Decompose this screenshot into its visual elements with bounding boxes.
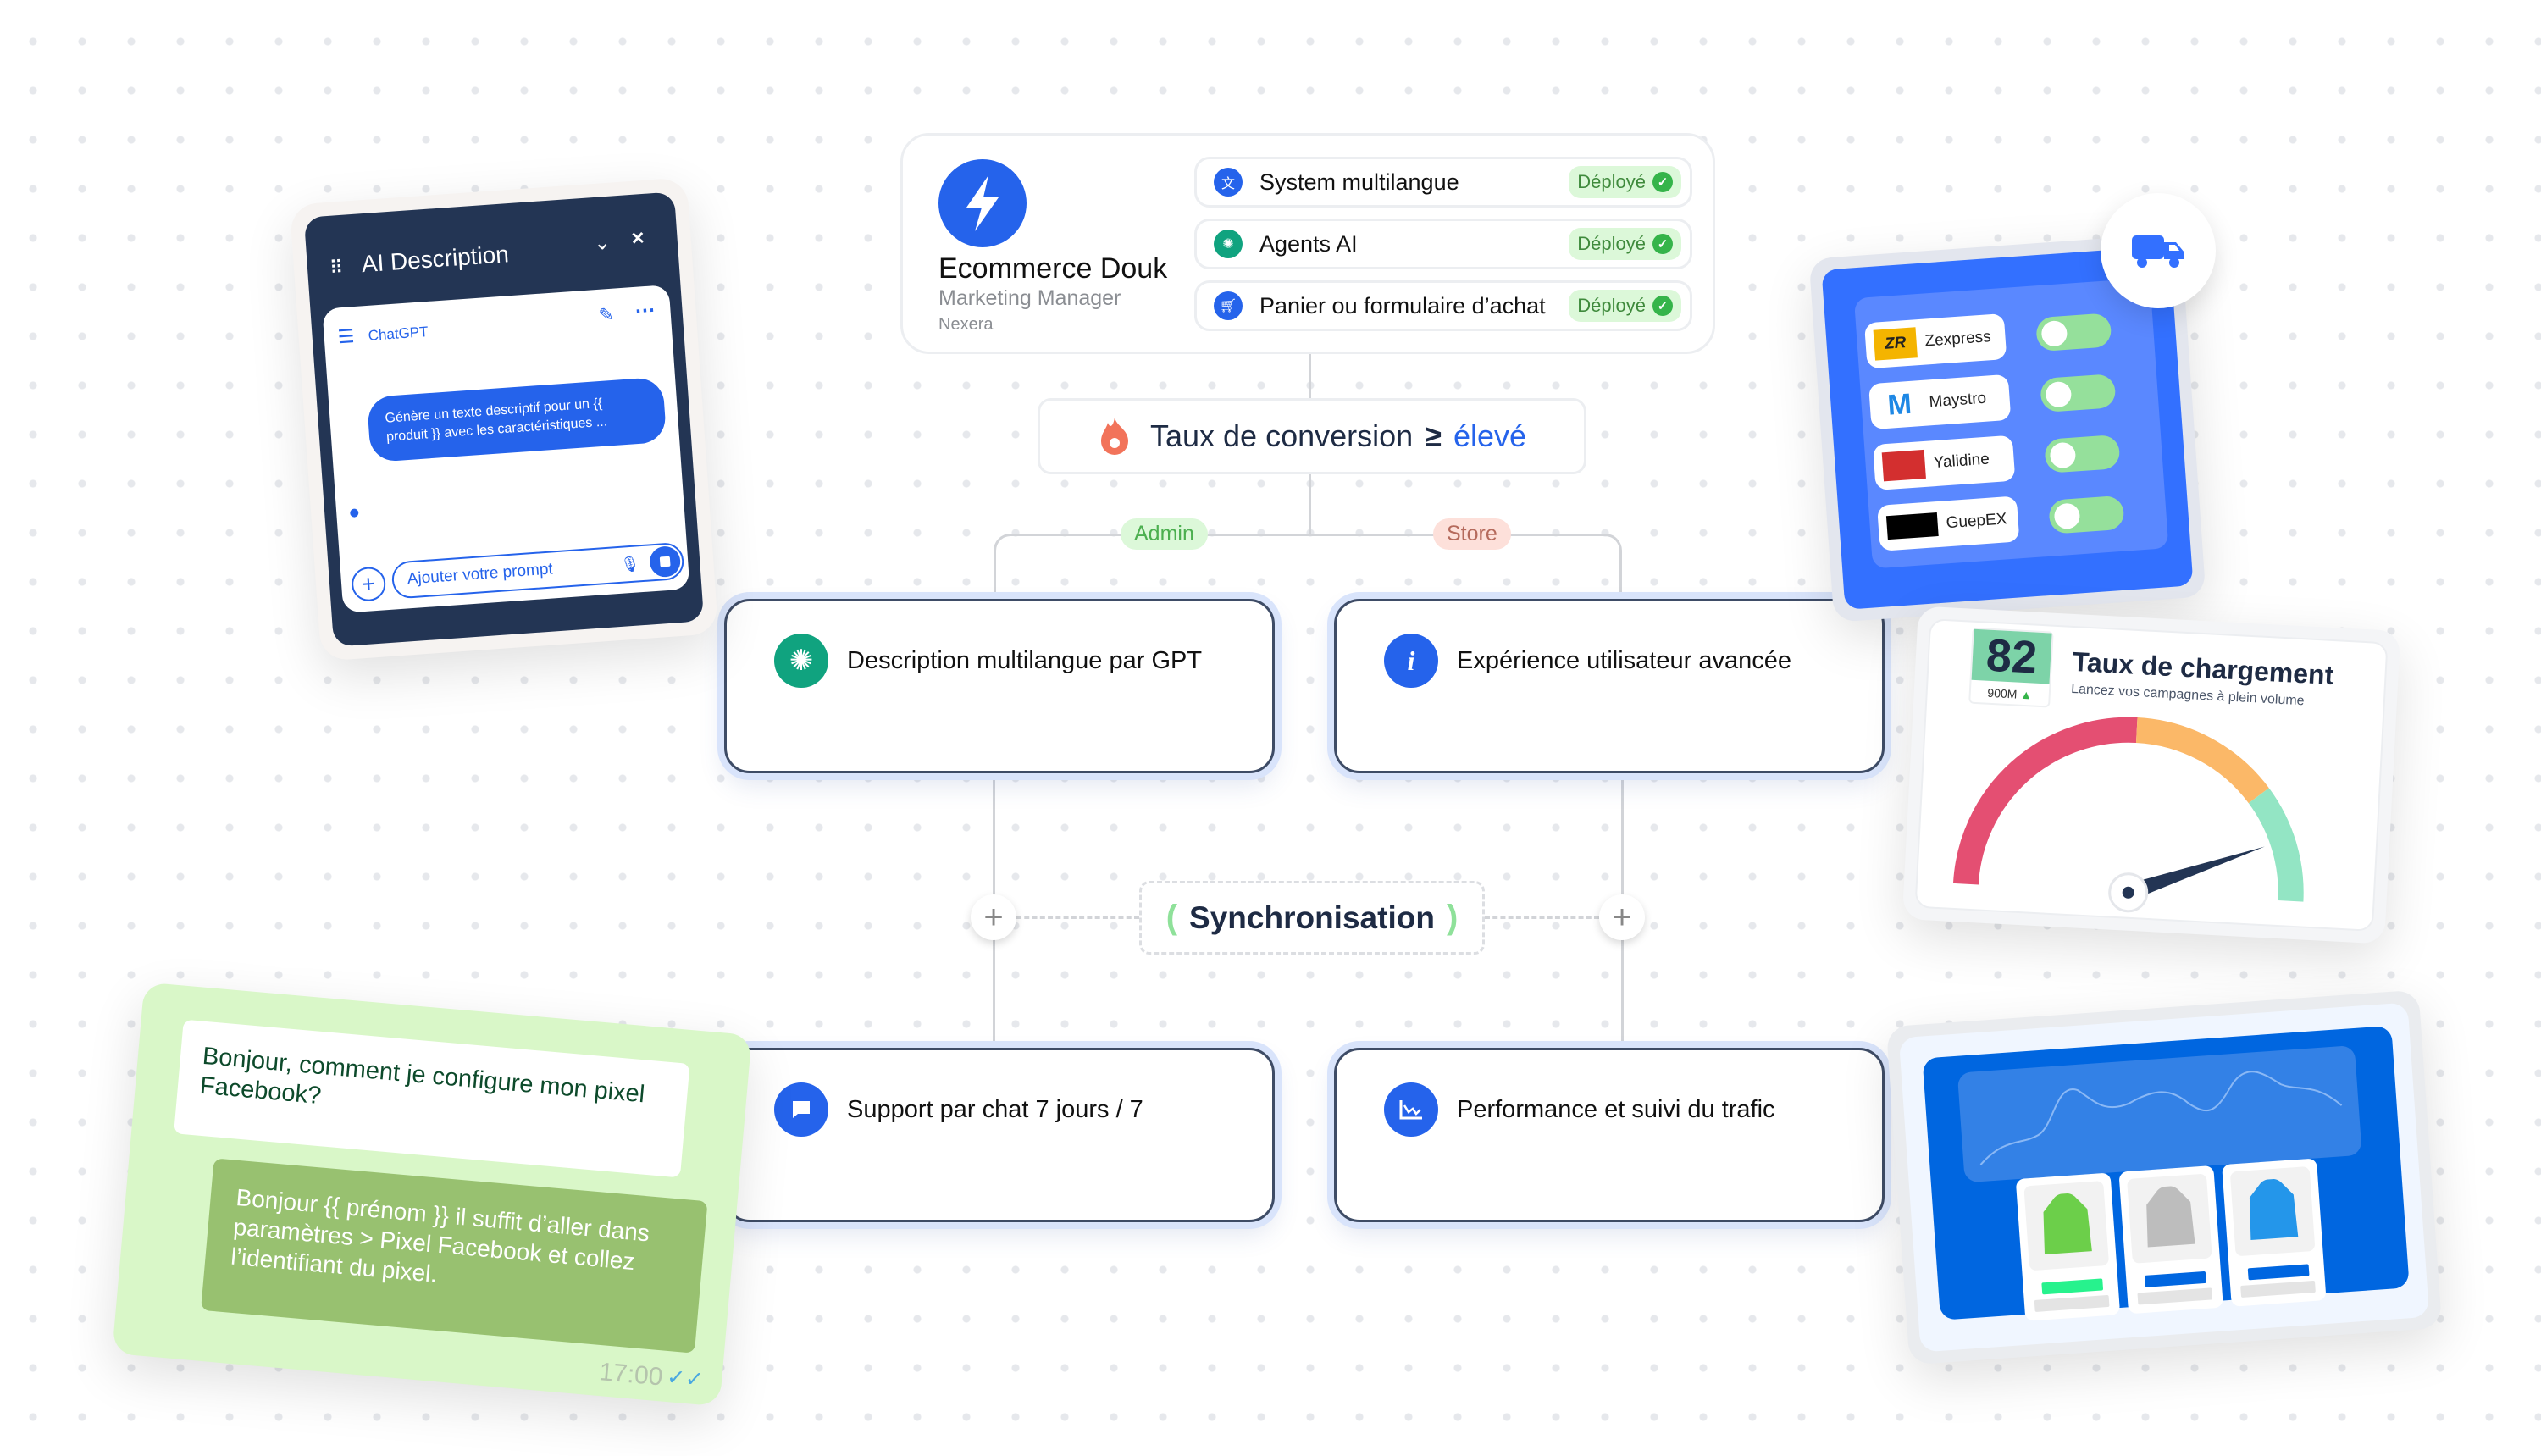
truck-icon [2101,193,2216,308]
check-icon: ✓ [1652,296,1673,316]
toggle-yalidine[interactable] [2044,434,2121,473]
hoodie-image-green [2023,1181,2110,1271]
info-icon: i [1384,634,1438,688]
connector [1016,916,1139,919]
stop-button[interactable] [648,545,682,579]
read-receipt-icon: ✓✓ [666,1364,706,1392]
gauge-segment-mid [2135,717,2269,804]
profile-company: Nexera [938,315,994,334]
user-message-bubble: Génère un texte descriptif pour un {{ pr… [366,376,667,462]
sync-icon-left: ( [1165,899,1178,936]
node-description-gpt[interactable]: ✺ Description multilangue par GPT [724,599,1275,773]
typing-indicator [349,508,359,518]
lightning-icon [938,159,1027,247]
toggle-guepex[interactable] [2048,495,2125,534]
maystro-logo: M [1886,387,1913,422]
node-experience-utilisateur[interactable]: i Expérience utilisateur avancée [1334,599,1885,773]
translate-icon: 文 [1214,168,1243,197]
gauge-hub-dot [2122,886,2134,899]
check-icon: ✓ [1652,172,1673,192]
hoodie-image-blue [2229,1166,2316,1257]
carrier-guepex: GuepEX [1877,495,2020,551]
sync-label: Synchronisation [1189,900,1435,935]
answer-text: Bonjour {{ prénom }} il suffit d’aller d… [230,1183,651,1287]
product-card-grey[interactable] [2118,1165,2223,1315]
add-node-button-left[interactable]: + [971,894,1016,940]
question-text: Bonjour, comment je configure mon pixel … [198,1042,646,1110]
model-label: ChatGPT [368,324,429,344]
conversion-label: Taux de conversion [1149,418,1414,453]
conversion-value: élevé [1453,418,1526,453]
zexpress-logo: ZR [1873,327,1918,361]
status-badge: Déployé✓ [1569,166,1681,198]
products-card [1885,989,2443,1365]
gauge-needle [2125,846,2265,901]
yalidine-logo [1881,449,1926,482]
chat-icon [774,1082,828,1137]
traffic-chart [1957,1044,2362,1183]
chart-icon [1384,1082,1438,1137]
connector [1309,474,1311,535]
incoming-message: Bonjour, comment je configure mon pixel … [174,1019,690,1178]
check-icon: ✓ [1652,234,1673,254]
connector [1309,354,1311,398]
status-badge: Déployé✓ [1569,228,1681,260]
node-label: Performance et suivi du trafic [1457,1095,1775,1123]
menu-icon[interactable]: ☰ [336,325,356,348]
product-card-green[interactable] [2015,1172,2121,1321]
profile-name: Ecommerce Douk [938,252,1168,285]
gauge-card: 82 900M ▲ Taux de chargement Lancez vos … [1902,606,2401,944]
feature-label: Panier ou formulaire d’achat [1259,292,1546,318]
cart-icon: 🛒︎ [1214,291,1243,320]
feature-row-panier[interactable]: 🛒︎ Panier ou formulaire d’achat Déployé✓ [1194,280,1692,331]
drag-handle-icon[interactable]: ⠿ [329,256,344,279]
node-label: Support par chat 7 jours / 7 [847,1095,1143,1123]
gauge-segment-low [1952,717,2138,885]
close-button[interactable]: × [630,224,645,251]
chat-card: Bonjour, comment je configure mon pixel … [112,982,752,1407]
toggle-maystro[interactable] [2040,374,2117,413]
gauge-segment-high [2248,788,2304,902]
carrier-yalidine: Yalidine [1873,435,2016,491]
toggle-zexpress[interactable] [2035,313,2112,352]
product-card-blue[interactable] [2222,1158,2327,1307]
sync-icon-right: ) [1446,899,1459,936]
collapse-button[interactable]: ⌄ [592,230,612,256]
feature-row-multilangue[interactable]: 文 System multilangue Déployé✓ [1194,157,1692,208]
add-node-button-right[interactable]: + [1599,894,1645,940]
branch-tag-store: Store [1433,518,1511,550]
profile-role: Marketing Manager [938,286,1121,310]
conversion-box: Taux de conversion ≥ élevé [1038,398,1586,474]
feature-label: System multilangue [1259,169,1459,195]
more-icon[interactable]: ⋯ [634,298,656,323]
node-performance-trafic[interactable]: Performance et suivi du trafic [1334,1048,1885,1222]
branch-tag-admin: Admin [1121,518,1208,550]
conversion-operator: ≥ [1425,418,1442,453]
fire-icon [1100,418,1128,455]
gauge-chart [1952,717,2304,913]
feature-row-agents-ai[interactable]: ✺ Agents AI Déployé✓ [1194,219,1692,269]
node-label: Description multilangue par GPT [847,646,1203,674]
hoodie-image-grey [2127,1173,2212,1264]
node-support-chat[interactable]: Support par chat 7 jours / 7 [724,1048,1275,1222]
node-label: Expérience utilisateur avancée [1457,646,1791,674]
add-attachment-button[interactable]: + [350,566,387,602]
status-badge: Déployé✓ [1569,290,1681,322]
openai-icon: ✺ [774,634,828,688]
sync-box[interactable]: ( Synchronisation ) [1139,881,1485,955]
guepex-logo [1885,512,1939,540]
outgoing-message: Bonjour {{ prénom }} il suffit d’aller d… [201,1158,708,1354]
connector [994,534,1622,601]
message-time: 17:00 [598,1358,664,1392]
openai-icon: ✺ [1214,230,1243,258]
prompt-placeholder: Ajouter votre prompt [407,560,554,589]
connector [1485,916,1599,919]
feature-label: Agents AI [1259,230,1358,257]
microphone-icon[interactable]: 🎙︎ [619,554,640,573]
prompt-input[interactable]: Ajouter votre prompt 🎙︎ [390,541,685,600]
edit-icon[interactable]: ✎ [597,303,615,326]
ai-description-panel: ⠿ AI Description ⌄ × ☰ ChatGPT ✎ ⋯ Génèr… [289,177,719,662]
